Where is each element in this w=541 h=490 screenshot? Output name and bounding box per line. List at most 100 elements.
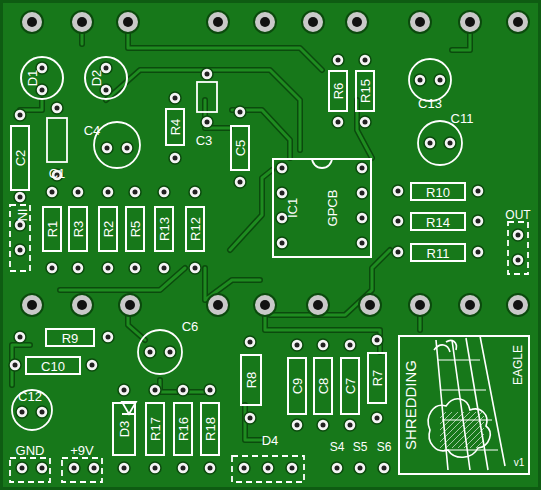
component-outline: R15 bbox=[355, 70, 375, 112]
solder-pad bbox=[158, 186, 170, 198]
drill-hole bbox=[40, 88, 45, 93]
silkscreen-label: GND bbox=[16, 444, 45, 457]
drill-hole bbox=[125, 300, 135, 310]
component-outline: C8 bbox=[313, 357, 333, 415]
solder-pad bbox=[16, 406, 28, 418]
solder-pad bbox=[434, 74, 446, 86]
solder-pad bbox=[276, 237, 288, 249]
solder-pad bbox=[169, 92, 181, 104]
solder-pad bbox=[371, 412, 383, 424]
drill-hole bbox=[396, 219, 401, 224]
trace-edge bbox=[106, 70, 300, 150]
diode-outline: D1 bbox=[20, 56, 64, 100]
drill-hole bbox=[336, 120, 341, 125]
drill-hole bbox=[335, 466, 340, 471]
solder-pad bbox=[392, 215, 404, 227]
solder-pad bbox=[262, 462, 274, 474]
drill-hole bbox=[213, 300, 223, 310]
silkscreen-label: R12 bbox=[189, 217, 202, 241]
copper-trace bbox=[245, 405, 262, 440]
solder-pad bbox=[14, 244, 26, 256]
component-outline: R2 bbox=[98, 206, 118, 252]
drill-hole bbox=[20, 466, 25, 471]
solder-pad bbox=[14, 331, 26, 343]
silkscreen-label: R3 bbox=[72, 221, 85, 238]
component-outline: C5 bbox=[230, 125, 250, 171]
solder-pad bbox=[444, 137, 456, 149]
drill-hole bbox=[148, 350, 153, 355]
drill-hole bbox=[72, 466, 77, 471]
drill-hole bbox=[248, 340, 253, 345]
component-outline: R12 bbox=[185, 206, 205, 252]
solder-pad bbox=[244, 412, 256, 424]
solder-pad bbox=[72, 186, 84, 198]
component-outline: D3 bbox=[112, 402, 136, 456]
jack-pad bbox=[459, 11, 481, 33]
solder-pad bbox=[189, 262, 201, 274]
silkscreen-label: C7 bbox=[344, 378, 357, 395]
drill-hole bbox=[396, 189, 401, 194]
jack-pad bbox=[71, 294, 93, 316]
drill-hole bbox=[516, 258, 521, 263]
silkscreen-label: R6 bbox=[332, 83, 345, 100]
drill-hole bbox=[133, 266, 138, 271]
component-outline: SHREDDINGEAGLEv1 bbox=[398, 335, 530, 475]
solder-pad bbox=[14, 191, 26, 203]
drill-hole bbox=[280, 166, 285, 171]
solder-pad bbox=[472, 246, 484, 258]
drill-hole bbox=[438, 78, 443, 83]
drill-hole bbox=[77, 300, 87, 310]
drill-hole bbox=[465, 300, 475, 310]
silkscreen-label: R16 bbox=[177, 417, 190, 441]
drill-hole bbox=[153, 466, 158, 471]
drill-hole bbox=[295, 423, 300, 428]
jack-pad bbox=[302, 11, 324, 33]
solder-pad bbox=[291, 339, 303, 351]
drill-hole bbox=[181, 388, 186, 393]
drill-hole bbox=[125, 146, 130, 151]
solder-pad bbox=[291, 419, 303, 431]
silkscreen-label: IN bbox=[16, 209, 29, 222]
drill-hole bbox=[55, 106, 60, 111]
solder-pad bbox=[472, 215, 484, 227]
drill-hole bbox=[313, 300, 323, 310]
component-outline: R1 bbox=[42, 206, 62, 252]
drill-hole bbox=[106, 266, 111, 271]
solder-pad bbox=[201, 68, 213, 80]
drill-hole bbox=[476, 219, 481, 224]
solder-pad bbox=[149, 384, 161, 396]
drill-hole bbox=[50, 266, 55, 271]
drill-hole bbox=[295, 343, 300, 348]
drill-hole bbox=[133, 190, 138, 195]
drill-hole bbox=[513, 300, 523, 310]
solder-pad bbox=[356, 237, 368, 249]
drill-hole bbox=[168, 350, 173, 355]
trace-edge bbox=[245, 405, 262, 440]
copper-trace bbox=[270, 250, 390, 315]
jack-pad bbox=[71, 11, 93, 33]
solder-pad bbox=[16, 462, 28, 474]
solder-pad bbox=[378, 462, 390, 474]
solder-pad bbox=[234, 176, 246, 188]
solder-pad bbox=[276, 187, 288, 199]
drill-hole bbox=[205, 120, 210, 125]
jack-pad bbox=[409, 294, 431, 316]
solder-pad bbox=[356, 162, 368, 174]
drill-hole bbox=[516, 233, 521, 238]
drill-hole bbox=[238, 110, 243, 115]
jack-pad bbox=[21, 294, 43, 316]
drill-hole bbox=[76, 190, 81, 195]
component-outline: IC1GPCB bbox=[272, 158, 372, 258]
drill-hole bbox=[396, 250, 401, 255]
solder-pad bbox=[144, 346, 156, 358]
drill-hole bbox=[123, 17, 133, 27]
silkscreen-label: R15 bbox=[359, 79, 372, 103]
drill-hole bbox=[321, 343, 326, 348]
drill-hole bbox=[248, 416, 253, 421]
component-outline: R5 bbox=[125, 206, 145, 252]
solder-pad bbox=[234, 106, 246, 118]
jack-pad bbox=[207, 294, 229, 316]
component-outline: R10 bbox=[410, 182, 466, 201]
